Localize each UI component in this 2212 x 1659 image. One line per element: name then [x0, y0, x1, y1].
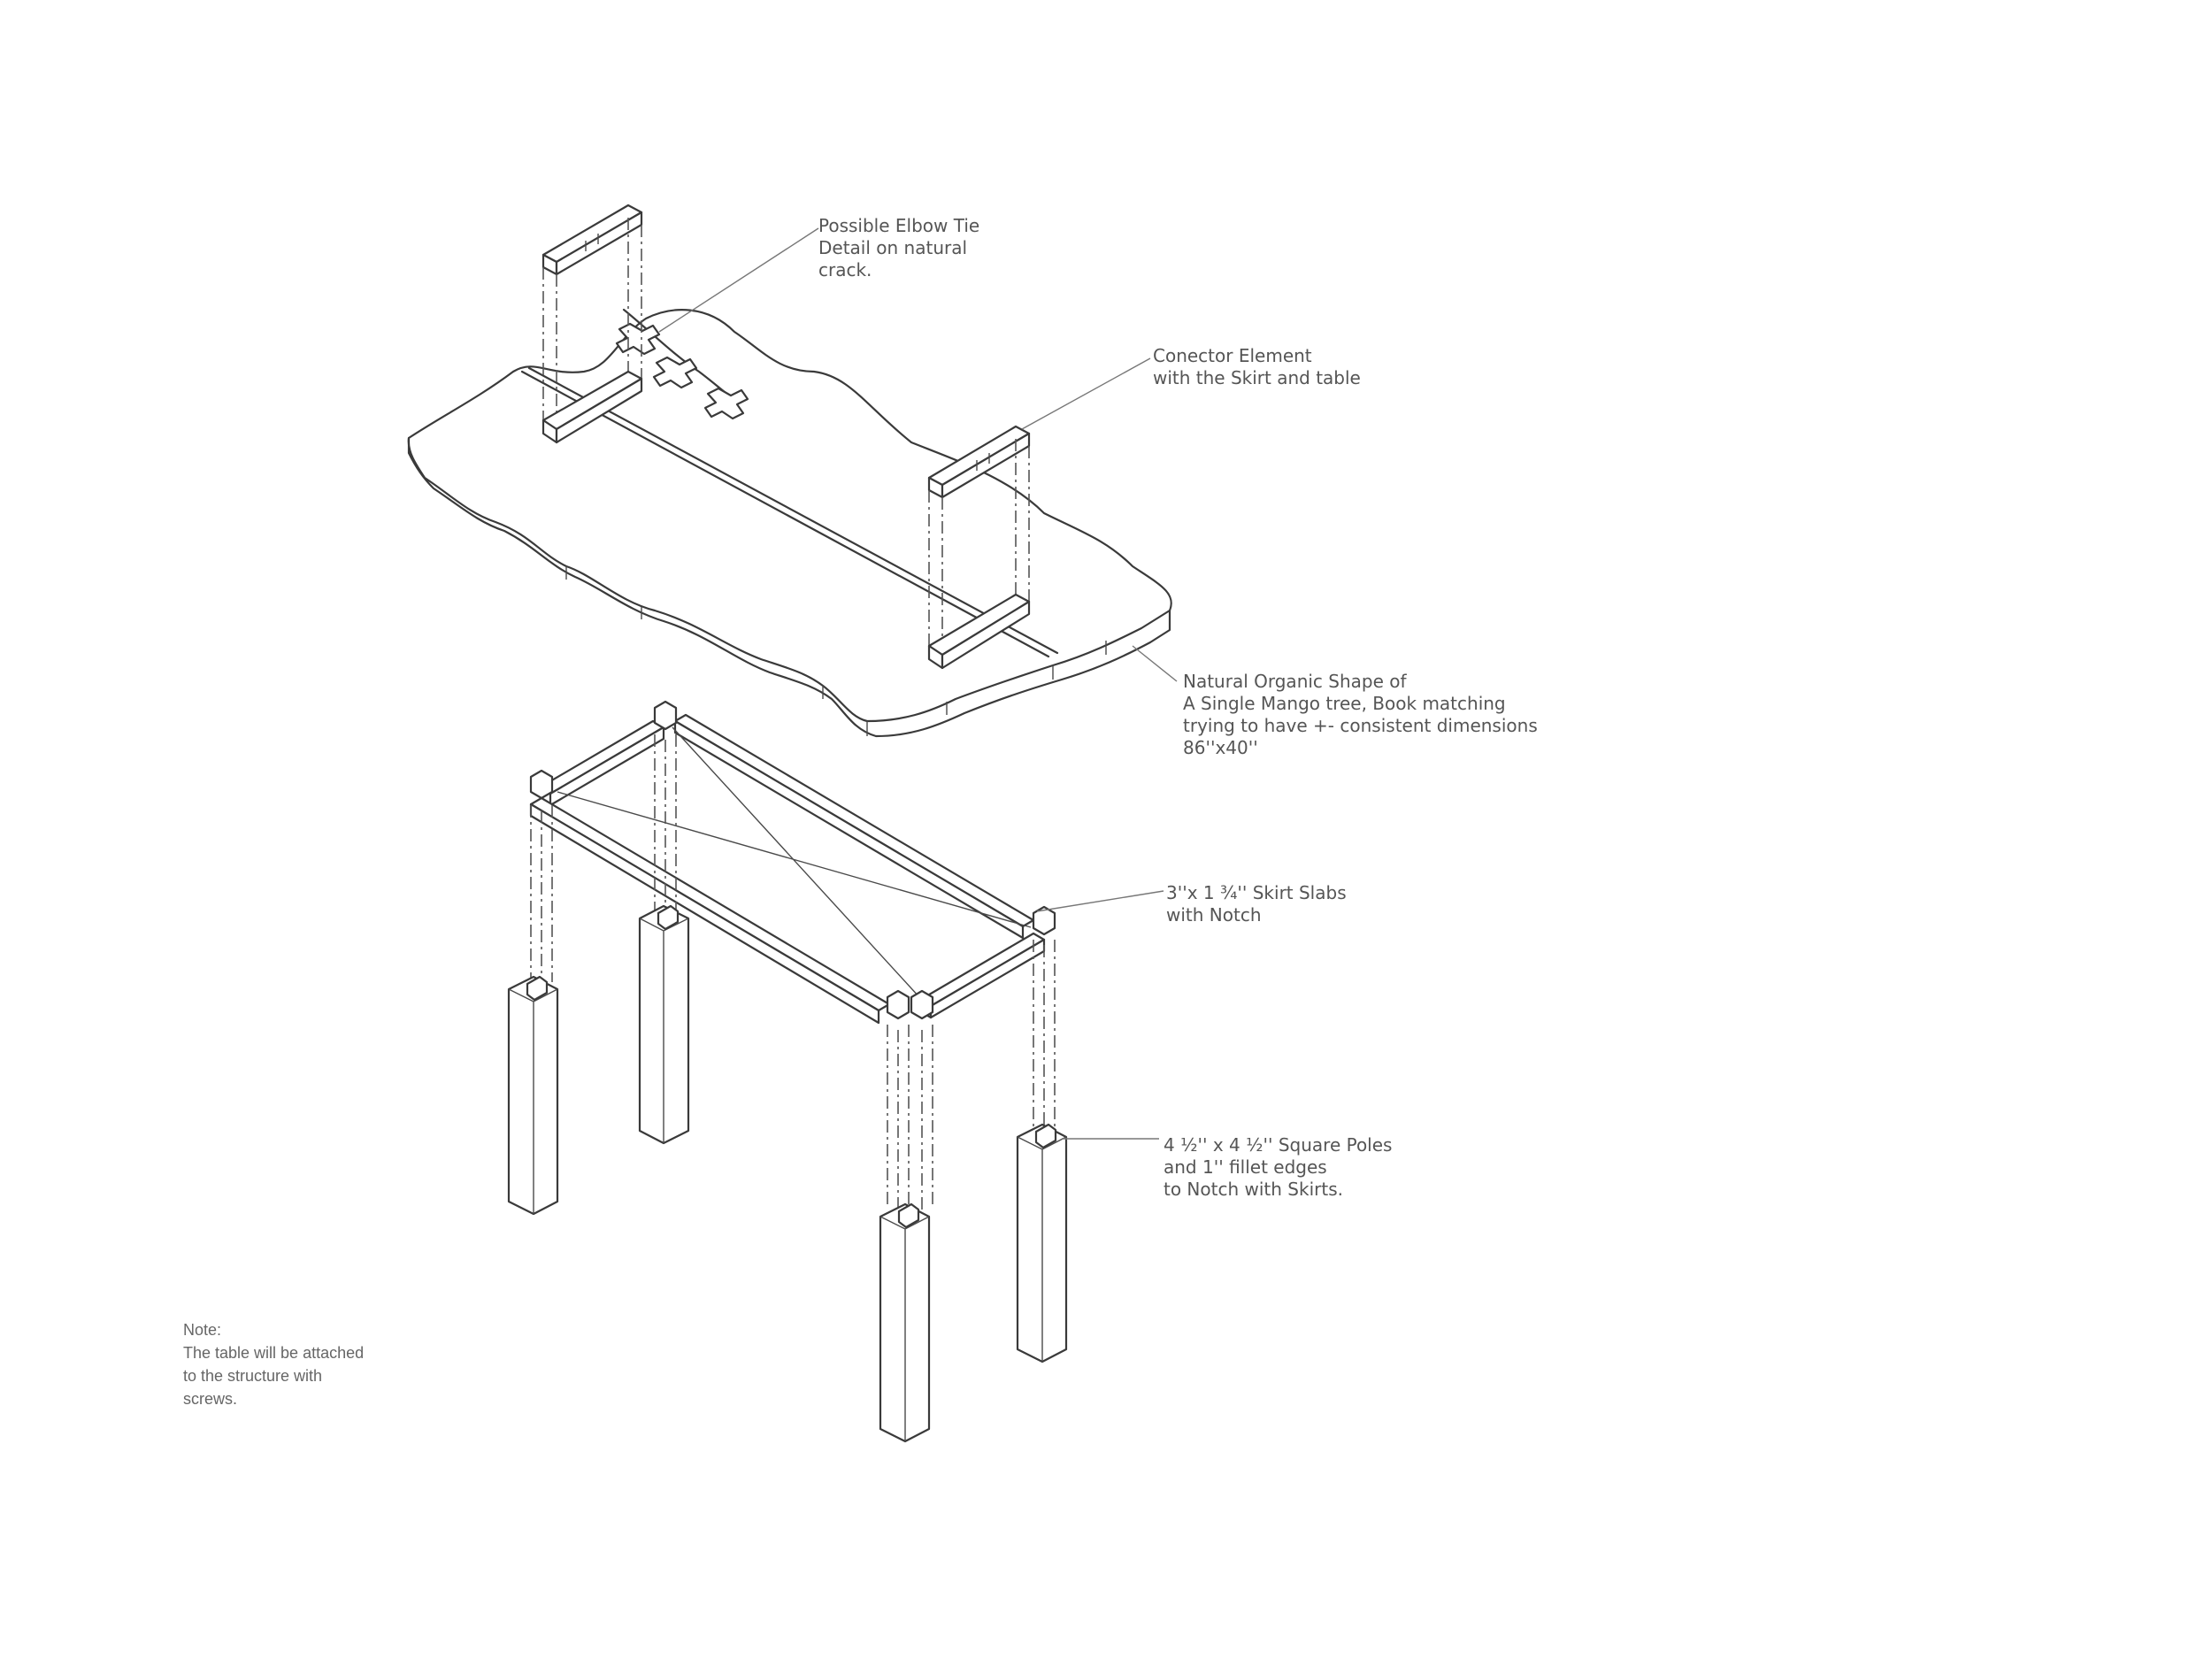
tabletop-slab	[407, 308, 1172, 738]
leg-front-right	[879, 1202, 931, 1443]
leg-back-right	[1016, 1123, 1068, 1363]
bowtie-inlay	[615, 322, 749, 420]
annotation-connector-element: Conector Element with the Skirt and tabl…	[1153, 345, 1361, 388]
annotation-square-poles: 4 ½'' x 4 ½'' Square Poles and 1'' fille…	[1164, 1134, 1393, 1200]
leg-back-left	[638, 904, 690, 1145]
note-title: Note:	[183, 1321, 222, 1339]
note-text: The table will be attached to the struct…	[183, 1344, 365, 1408]
annotation-elbow-tie: Possible Elbow Tie Detail on natural cra…	[818, 215, 980, 280]
assembly-lines	[530, 734, 1056, 1213]
connector-element-right	[927, 425, 1031, 670]
leg-front-left	[507, 975, 559, 1216]
connector-element-left	[541, 204, 643, 444]
skirt-frame	[529, 700, 1056, 1025]
leader-lines	[658, 227, 1178, 1140]
annotation-skirt-slabs: 3''x 1 ¾'' Skirt Slabs with Notch	[1166, 882, 1347, 926]
annotation-tabletop-shape: Natural Organic Shape of A Single Mango …	[1183, 671, 1538, 758]
